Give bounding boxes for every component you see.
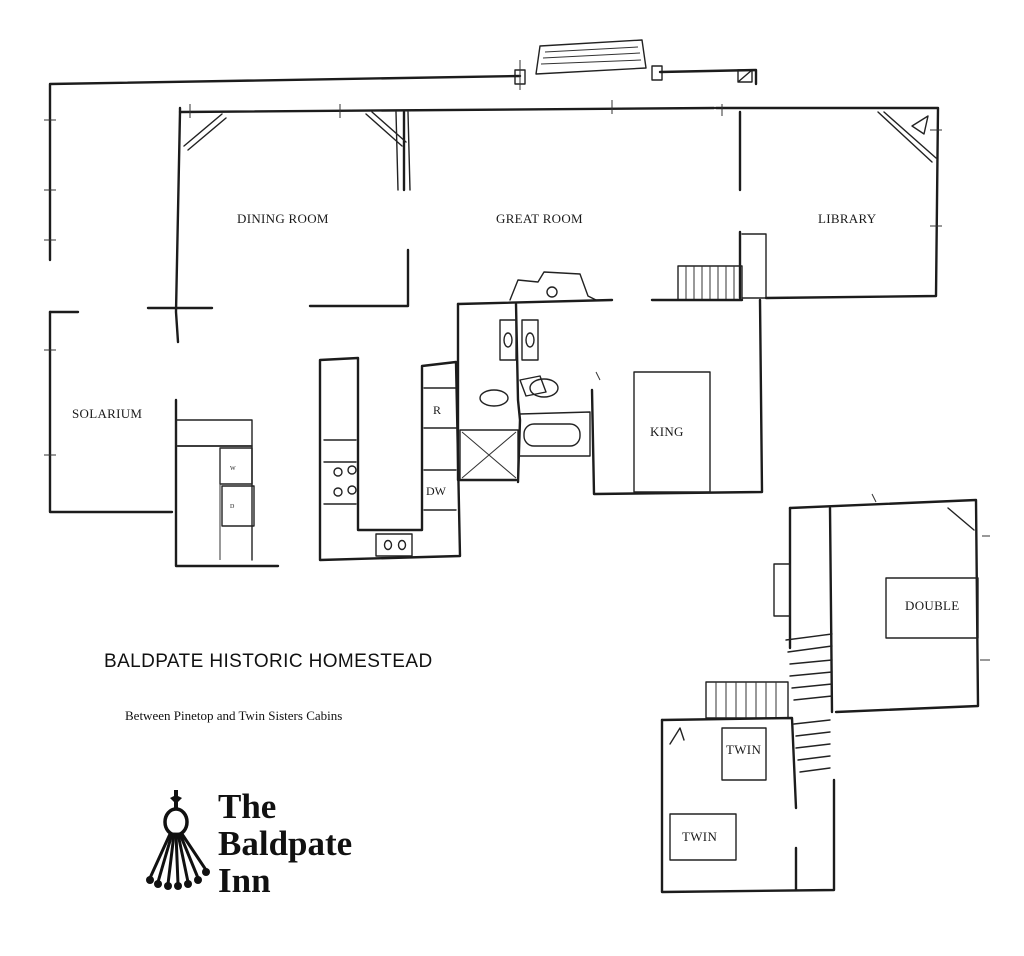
main-wing-walls <box>44 60 942 456</box>
double-wing <box>773 493 990 714</box>
king-bedroom <box>590 298 764 496</box>
outer-walls <box>48 68 758 514</box>
logo-wordmark: The Baldpate Inn <box>218 788 352 899</box>
logo-line-2: Baldpate <box>218 824 353 863</box>
room-label-twin-lower: TWIN <box>682 829 717 844</box>
laundry <box>175 419 255 561</box>
dishwasher-label: DW <box>426 484 447 498</box>
bathroom <box>456 302 601 484</box>
room-label-solarium: SOLARIUM <box>72 406 142 421</box>
room-label-twin-upper: TWIN <box>726 742 761 757</box>
room-label-dining-room: DINING ROOM <box>237 211 329 226</box>
twin-room <box>660 716 836 894</box>
logo-line-3: Inn <box>218 861 271 900</box>
fireplace <box>456 271 614 306</box>
room-label-king: KING <box>650 424 684 439</box>
kitchen <box>318 356 462 562</box>
double-wing-stairs <box>705 633 833 773</box>
baldpate-inn-logo: The Baldpate Inn <box>140 786 400 906</box>
plan-subtitle: Between Pinetop and Twin Sisters Cabins <box>125 708 343 723</box>
dryer-label: D <box>230 504 235 510</box>
porch-steps <box>514 39 753 85</box>
refrigerator-label: R <box>433 403 441 417</box>
room-label-great-room: GREAT ROOM <box>496 211 583 226</box>
library-stairs <box>650 233 767 302</box>
room-label-library: LIBRARY <box>818 211 877 226</box>
washer-label: W <box>230 466 236 472</box>
room-label-double: DOUBLE <box>905 598 960 613</box>
plan-title: BALDPATE HISTORIC HOMESTEAD <box>104 651 433 672</box>
key-ring-icon <box>146 790 210 890</box>
solarium-walls <box>174 398 280 568</box>
logo-line-1: The <box>218 787 277 826</box>
